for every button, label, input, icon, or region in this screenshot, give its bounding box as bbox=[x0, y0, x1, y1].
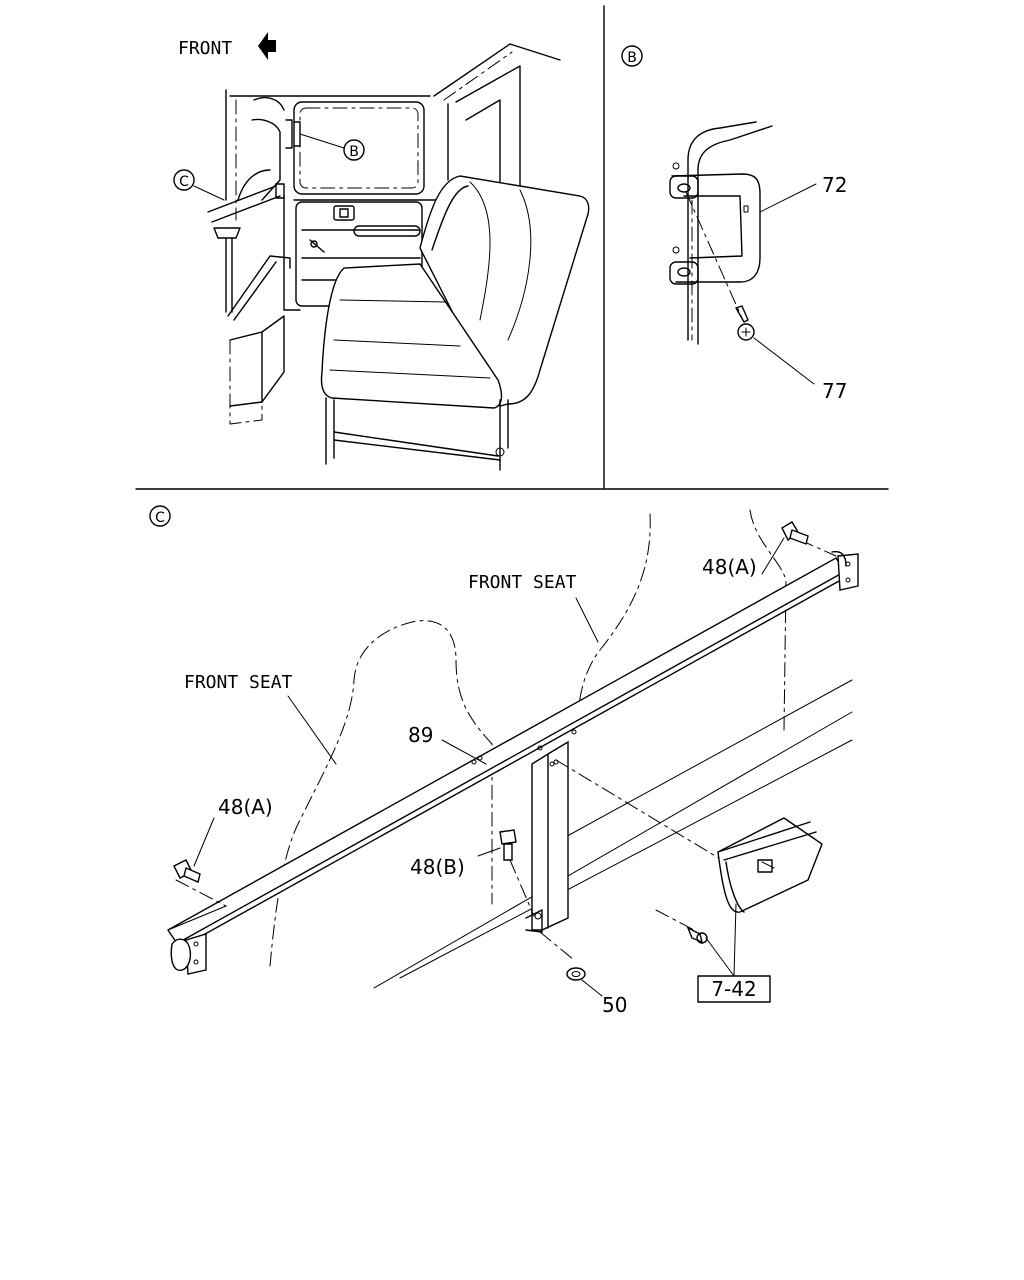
part-48a-left-label: 48(A) bbox=[218, 795, 273, 819]
bolt-48a-left-icon bbox=[173, 859, 201, 883]
ref-7-42-box[interactable] bbox=[697, 975, 771, 1003]
panel-c-marker: C bbox=[155, 510, 165, 526]
front-seat-left-label: FRONT SEAT bbox=[184, 672, 293, 693]
cab-interior-view: FRONT B bbox=[173, 32, 590, 471]
bolt-48a-right-icon bbox=[781, 521, 809, 545]
callout-c-circle-top bbox=[173, 169, 195, 191]
panel-c-marker-circle bbox=[149, 505, 171, 527]
callout-b-top: B bbox=[349, 144, 359, 160]
lamp-assembly-icon bbox=[717, 817, 823, 913]
bolt-48b-icon bbox=[499, 829, 517, 861]
part-89-label: 89 bbox=[408, 723, 433, 747]
screw-7-42-icon bbox=[686, 926, 708, 944]
part-48a-right-label: 48(A) bbox=[702, 555, 757, 579]
callout-b-circle-top bbox=[343, 139, 365, 161]
front-seat-right-label: FRONT SEAT bbox=[468, 572, 577, 593]
front-label: FRONT bbox=[178, 38, 232, 59]
panel-b-marker: B bbox=[627, 50, 637, 66]
detail-b-view: B 72 77 bbox=[621, 45, 847, 403]
part-48b-label: 48(B) bbox=[410, 855, 465, 879]
detail-c-view: C bbox=[149, 505, 859, 1017]
part-72-label: 72 bbox=[822, 173, 847, 197]
callout-c-top: C bbox=[179, 174, 189, 190]
part-77-label: 77 bbox=[822, 379, 847, 403]
panel-b-marker-circle bbox=[621, 45, 643, 67]
part-50-label: 50 bbox=[602, 993, 627, 1017]
washer-50-icon bbox=[566, 967, 586, 981]
left-arrow-icon bbox=[258, 32, 276, 60]
ref-7-42-label[interactable]: 7-42 bbox=[711, 977, 756, 1001]
